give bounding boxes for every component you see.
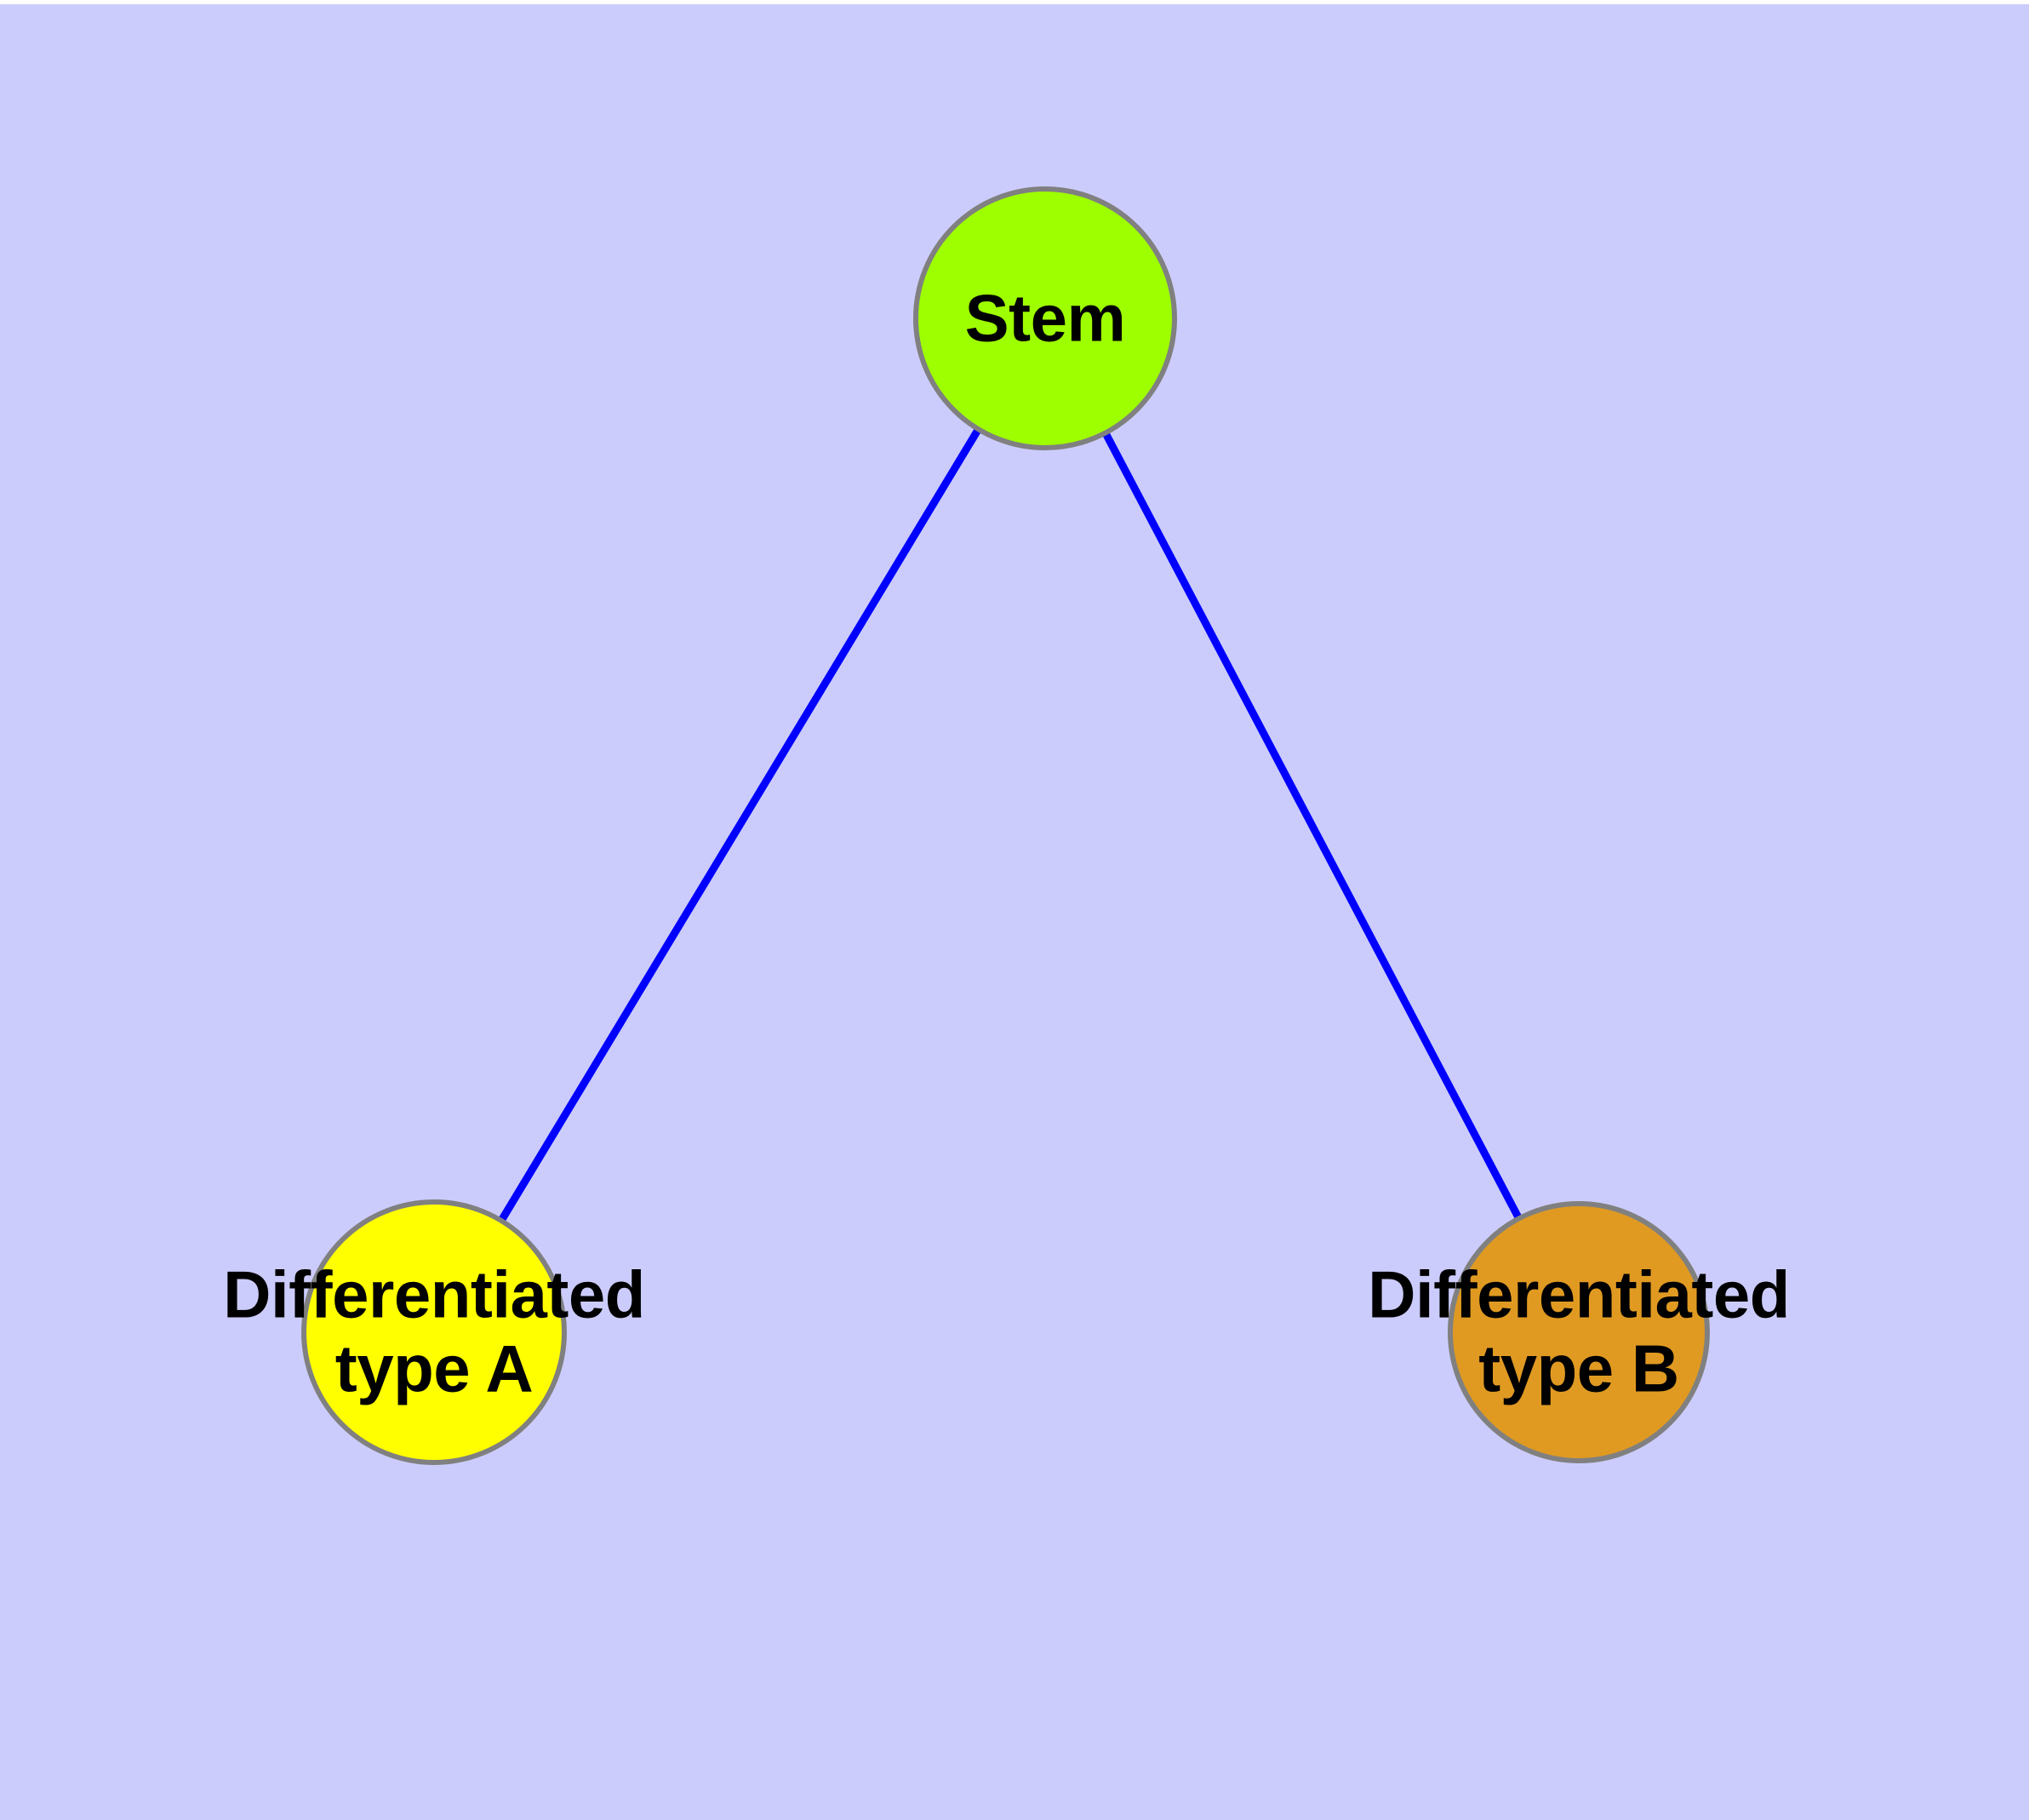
graph-edge-stem-to-diff_a: [499, 428, 981, 1222]
graph-plot-area: Stem Differentiated type A Differentiate…: [0, 4, 2029, 1820]
graph-node-diff_b[interactable]: [1448, 1201, 1710, 1463]
graph-svg: [301, 186, 1710, 1465]
edge-layer: [499, 428, 1522, 1222]
graph-edge-stem-to-diff_b: [1102, 432, 1522, 1219]
node-layer: [301, 186, 1710, 1465]
graph-node-stem[interactable]: [913, 186, 1177, 450]
graph-node-diff_a[interactable]: [301, 1199, 567, 1465]
